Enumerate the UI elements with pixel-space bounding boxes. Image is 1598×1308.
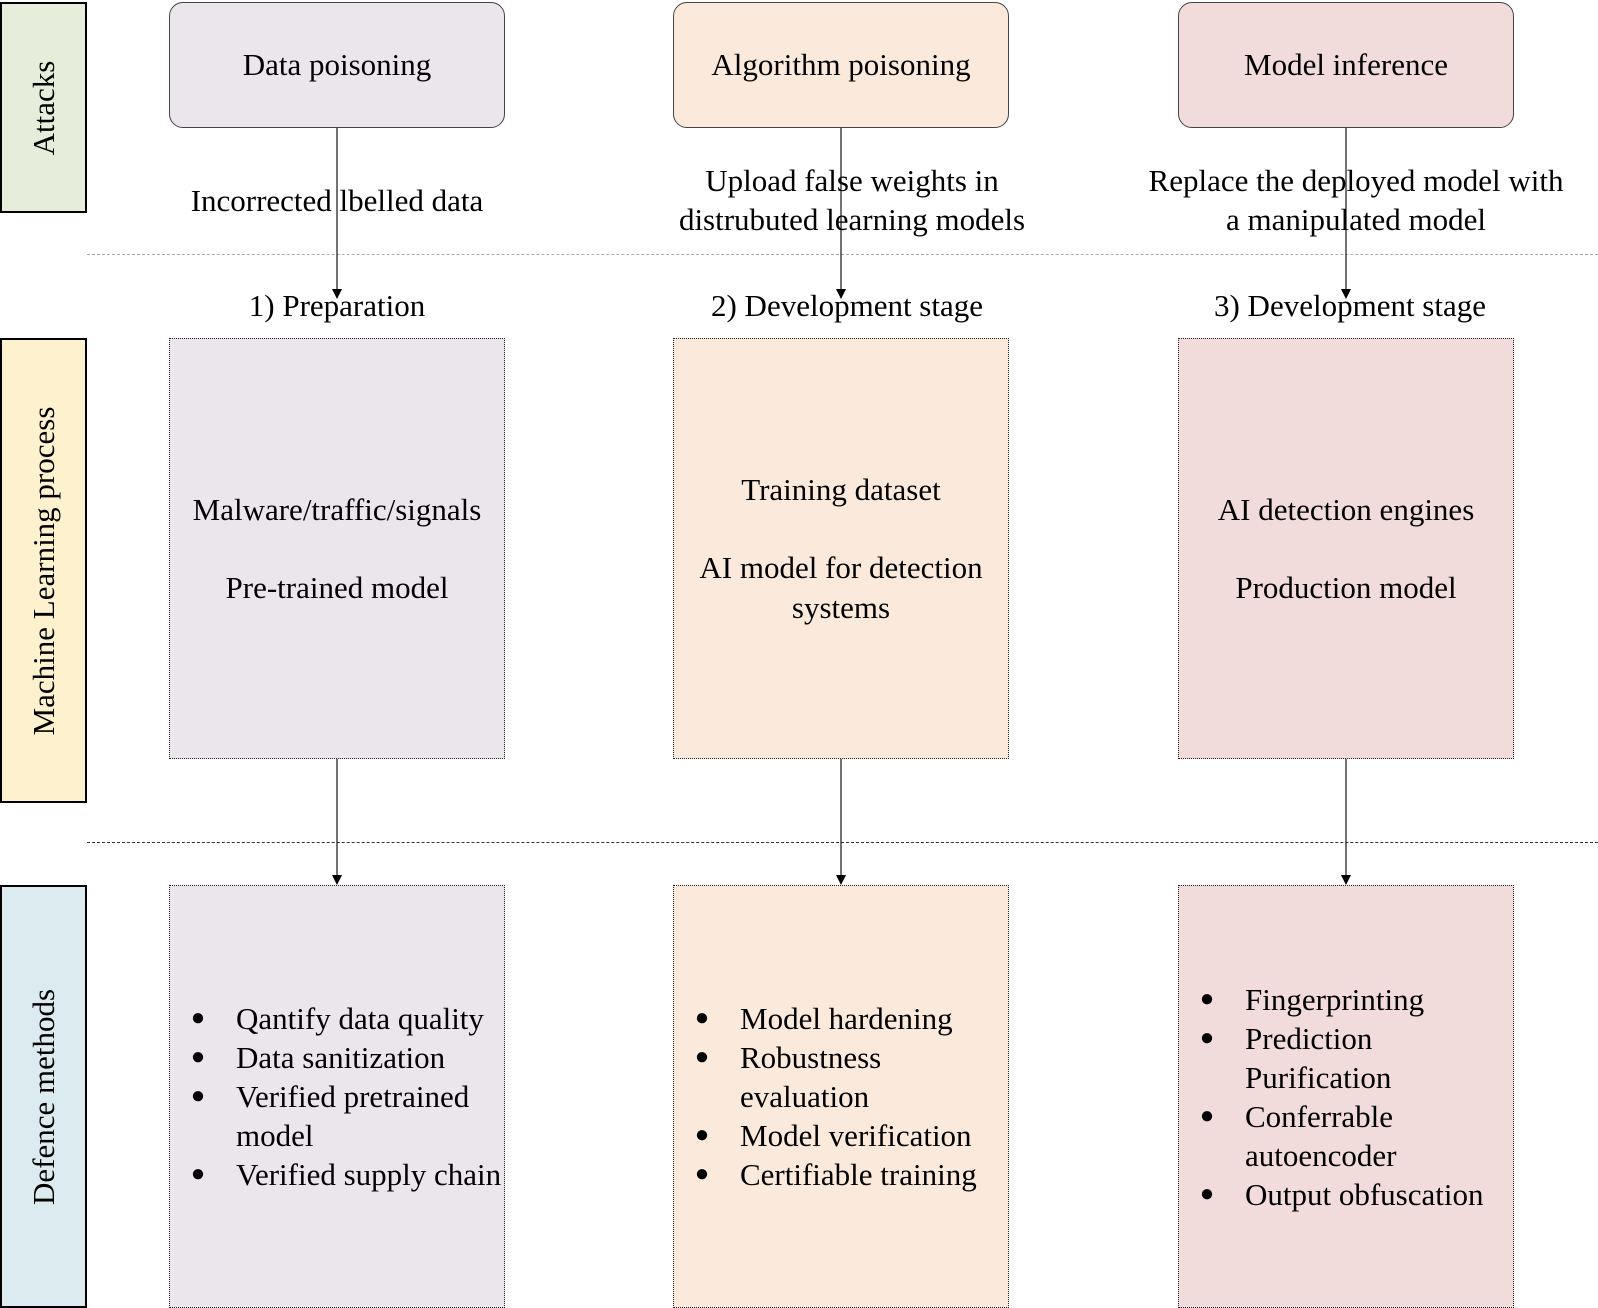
process-box-preparation: Malware/traffic/signals Pre-trained mode… [169, 338, 505, 759]
defence-box-development-1: ●Model hardening ●Robustness evaluation … [673, 885, 1009, 1308]
defence-item: ●Conferrable autoencoder [1193, 1097, 1513, 1175]
defence-list: ●Model hardening ●Robustness evaluation … [674, 999, 1008, 1194]
stage-label-preparation: 1) Preparation [248, 288, 426, 323]
process-item: Pre-trained model [225, 569, 449, 605]
process-box-development-2: AI detection engines Production model [1178, 338, 1514, 759]
attack-label: Data poisoning [242, 47, 432, 82]
bullet-icon: ● [1199, 1024, 1215, 1051]
attack-description: Replace the deployed model with a manipu… [1126, 161, 1586, 239]
bullet-icon: ● [694, 1005, 710, 1031]
attack-box-data-poisoning: Data poisoning [169, 2, 505, 128]
attack-description-line: distrubuted learning models [678, 202, 1026, 237]
row-label-defence: Defence methods [0, 885, 87, 1308]
bullet-icon: ● [694, 1161, 710, 1187]
attack-description-line: Replace the deployed model with [1148, 163, 1564, 198]
process-item: Production model [1235, 569, 1457, 605]
separator-process-defence [87, 842, 1598, 843]
defence-item: ●Model hardening [688, 999, 1008, 1038]
bullet-icon: ● [694, 1044, 710, 1070]
defence-item: ●Output obfuscation [1193, 1175, 1513, 1214]
defence-list: ●Qantify data quality ●Data sanitization… [170, 999, 504, 1194]
process-box-development-1: Training dataset AI model for detection … [673, 338, 1009, 759]
process-item: Training dataset [741, 471, 941, 507]
defence-item: ●Prediction Purification [1193, 1019, 1513, 1097]
bullet-icon: ● [694, 1122, 710, 1148]
attack-box-algorithm-poisoning: Algorithm poisoning [673, 2, 1009, 128]
defence-item: ●Qantify data quality [184, 999, 504, 1038]
defence-list: ●Fingerprinting ●Prediction Purification… [1179, 980, 1513, 1214]
defence-item: ●Robustness evaluation [688, 1038, 1008, 1116]
bullet-icon: ● [190, 1044, 206, 1070]
defence-item: ●Fingerprinting [1193, 980, 1513, 1019]
attack-label: Algorithm poisoning [711, 47, 971, 82]
attack-description-line: Upload false weights in [705, 163, 999, 198]
stage-label-development-2: 3) Development stage [1213, 288, 1487, 323]
defence-box-development-2: ●Fingerprinting ●Prediction Purification… [1178, 885, 1514, 1308]
bullet-icon: ● [1199, 1180, 1215, 1207]
attack-description: Upload false weights in distrubuted lear… [652, 161, 1052, 239]
defence-item: ●Verified pretrained model [184, 1077, 504, 1155]
stage-label-development-1: 2) Development stage [710, 288, 984, 323]
defence-box-preparation: ●Qantify data quality ●Data sanitization… [169, 885, 505, 1308]
process-item: AI model for detection systems [699, 549, 983, 625]
defence-item: ●Model verification [688, 1116, 1008, 1155]
bullet-icon: ● [190, 1083, 206, 1109]
attack-description-line: Incorrected lbelled data [190, 183, 484, 218]
defence-item: ●Verified supply chain [184, 1155, 504, 1194]
attack-description-line: a manipulated model [1226, 202, 1486, 237]
bullet-icon: ● [190, 1005, 206, 1031]
bullet-icon: ● [190, 1161, 206, 1187]
defence-item: ●Data sanitization [184, 1038, 504, 1077]
process-item: Malware/traffic/signals [192, 491, 482, 527]
attack-box-model-inference: Model inference [1178, 2, 1514, 128]
bullet-icon: ● [1199, 985, 1215, 1012]
process-item: AI detection engines [1217, 491, 1475, 527]
defence-item: ●Certifiable training [688, 1155, 1008, 1194]
row-label-attacks: Attacks [0, 2, 87, 213]
attack-description: Incorrected lbelled data [157, 181, 517, 220]
attack-label: Model inference [1244, 47, 1448, 82]
bullet-icon: ● [1199, 1102, 1215, 1129]
separator-attacks-process [87, 254, 1598, 255]
row-label-ml-process: Machine Learning process [0, 338, 87, 803]
